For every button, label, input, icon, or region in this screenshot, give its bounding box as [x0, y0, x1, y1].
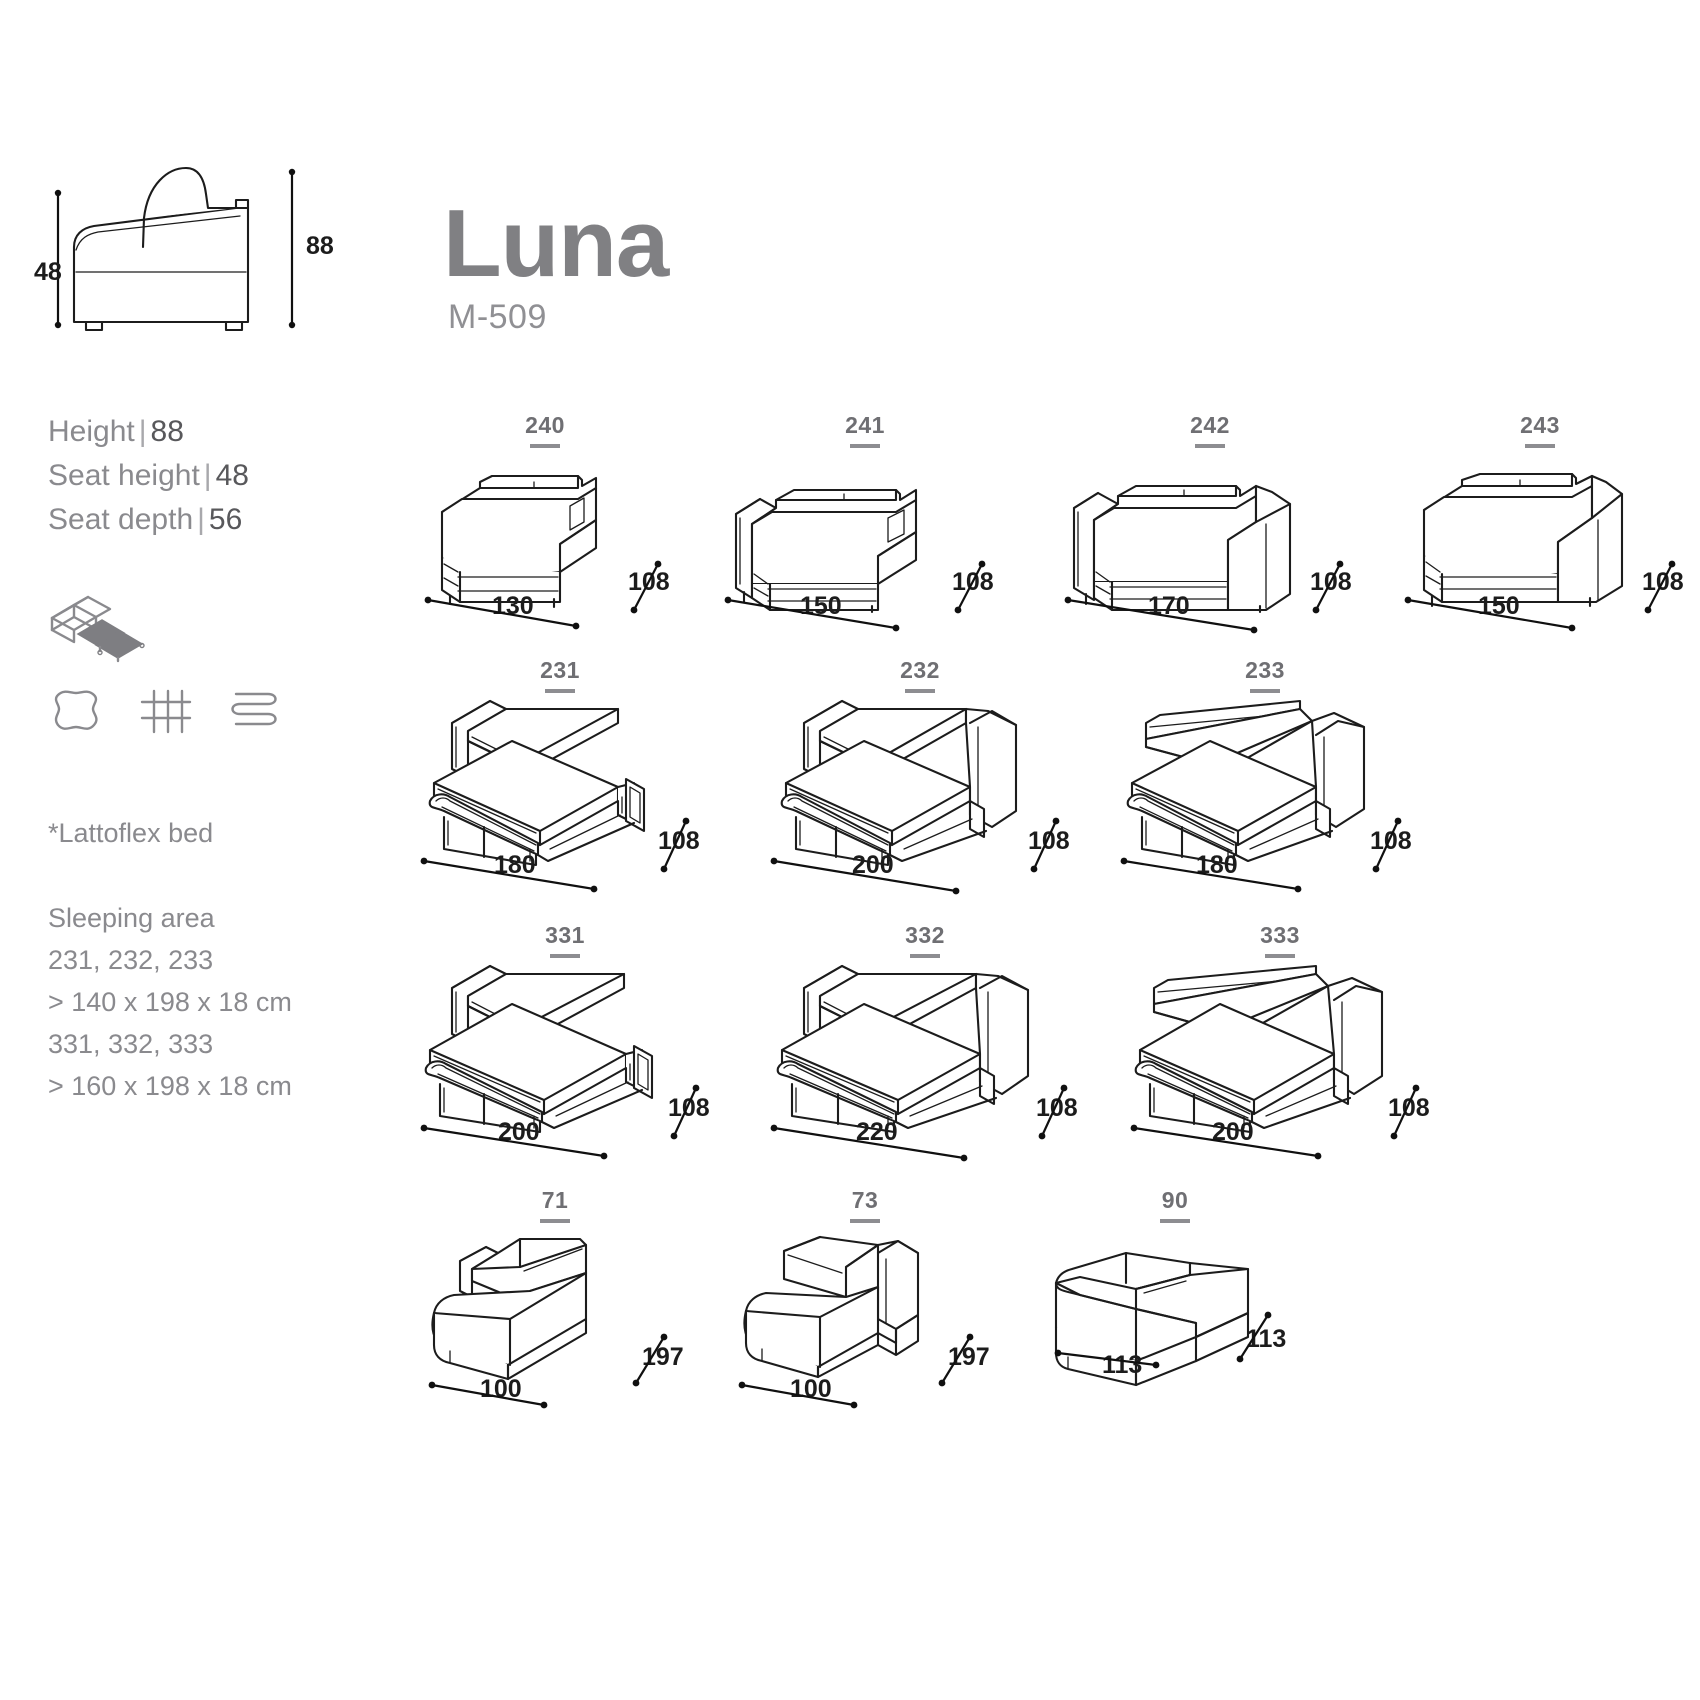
dimension-88 [288, 168, 296, 329]
dimension-arrows-90 [1054, 1311, 1272, 1369]
chaise-71-art [420, 1227, 690, 1387]
spec-height-value: 88 [150, 415, 184, 448]
sleeping-area-block: Sleeping area 231, 232, 233 > 140 x 198 … [48, 897, 378, 1107]
dimension-arrows-71 [428, 1333, 668, 1409]
bed-332-art [770, 962, 1080, 1134]
dim-depth-233: 108 [1370, 827, 1412, 855]
cell-label-underline [1195, 444, 1225, 448]
specs-sidebar: Height|88 Seat height|48 Seat depth|56 [48, 410, 378, 1107]
cell-label-243: 243 [1520, 412, 1560, 438]
sleeping-area-line-2: > 140 x 198 x 18 cm [48, 987, 292, 1017]
cell-label-underline [545, 689, 575, 693]
spec-seat-depth-label: Seat depth [48, 503, 194, 536]
diagram-row-chaise-corner: 71 [400, 1175, 1680, 1420]
bed-231-art [420, 697, 700, 867]
cell-label-233: 233 [1245, 657, 1285, 683]
bed-331-art [420, 962, 710, 1134]
cell-label-241: 241 [845, 412, 885, 438]
sofa-bed-icon [48, 588, 148, 663]
dimension-arrows-333 [1130, 1084, 1420, 1160]
diagram-row-beds-140: 231 [400, 645, 1680, 910]
spec-height-label: Height [48, 415, 135, 448]
cell-label-underline [1525, 444, 1555, 448]
header-side-elevation-diagram: 48 88 [34, 150, 380, 370]
sleeping-area-line-3: 331, 332, 333 [48, 1029, 214, 1059]
cell-label-333: 333 [1260, 922, 1300, 948]
bed-333-art [1130, 962, 1430, 1134]
cell-label-underline [550, 954, 580, 958]
dimension-arrows-233 [1120, 817, 1402, 893]
product-code: M-509 [448, 298, 547, 336]
cell-label-332: 332 [905, 922, 945, 948]
lattoflex-note: *Lattoflex bed [48, 818, 214, 848]
cell-label-331: 331 [545, 922, 585, 948]
cell-label-73: 73 [851, 1187, 879, 1213]
spec-seat-depth-separator: | [197, 503, 205, 536]
sleeping-area-line-1: 231, 232, 233 [48, 945, 214, 975]
module-241-art [720, 452, 1010, 614]
sleeping-area-line-4: > 160 x 198 x 18 cm [48, 1071, 292, 1101]
header-dim-88: 88 [306, 232, 334, 260]
module-diagram-grid: 240 108 [400, 400, 1684, 1470]
module-243-art [1400, 452, 1680, 612]
cell-label-underline [850, 444, 880, 448]
bed-232-art [770, 697, 1070, 867]
cell-label-underline [905, 689, 935, 693]
cell-label-90: 90 [1161, 1187, 1189, 1213]
dim-depth-71: 197 [642, 1343, 684, 1371]
diagram-row-beds-160: 331 [400, 910, 1680, 1175]
chaise-73-art [730, 1227, 1000, 1387]
page-title: Luna [443, 190, 669, 297]
cell-label-underline [910, 954, 940, 958]
dim-depth-333: 108 [1388, 1094, 1430, 1122]
cell-label-underline [1160, 1219, 1190, 1223]
spring-coil-icon [228, 686, 284, 738]
dimension-arrows-231 [420, 817, 690, 893]
dimension-arrows-240 [424, 560, 662, 630]
spec-seat-height-label: Seat height [48, 459, 200, 492]
leather-hide-icon [48, 686, 104, 738]
cell-label-underline [850, 1219, 880, 1223]
dimension-arrows-73 [738, 1333, 974, 1409]
diagram-row-modules-open: 240 108 [400, 400, 1684, 650]
spec-seat-height-value: 48 [215, 459, 249, 492]
cell-label-underline [540, 1219, 570, 1223]
dim-depth-232: 108 [1028, 827, 1070, 855]
corner-90-art [1040, 1227, 1310, 1387]
cell-label-underline [1250, 689, 1280, 693]
dimension-arrows-242 [1064, 560, 1344, 634]
bed-233-art [1120, 697, 1410, 867]
module-242-art [1060, 452, 1360, 614]
dim-depth-332: 108 [1036, 1094, 1078, 1122]
cell-label-underline [530, 444, 560, 448]
cell-label-231: 231 [540, 657, 580, 683]
dim-depth-231: 108 [658, 827, 700, 855]
cell-label-underline [1265, 954, 1295, 958]
dim-width-90: 113 [1102, 1351, 1143, 1379]
cell-label-240: 240 [525, 412, 565, 438]
module-240-art [420, 452, 670, 612]
spec-seat-depth: Seat depth|56 [48, 498, 378, 542]
dimension-arrows-331 [420, 1084, 700, 1160]
dimension-arrows-241 [724, 560, 986, 632]
spec-height-separator: | [138, 415, 147, 448]
material-icons-row [48, 686, 378, 738]
spec-height: Height|88 [48, 410, 378, 454]
dimension-arrows-243 [1404, 560, 1676, 632]
spec-seat-depth-value: 56 [208, 503, 243, 536]
dimension-48 [54, 189, 62, 329]
cell-label-232: 232 [900, 657, 940, 683]
dimension-arrows-332 [770, 1084, 1068, 1162]
cell-label-242: 242 [1190, 412, 1230, 438]
dim-depth-73: 197 [948, 1343, 990, 1371]
dimension-arrows-232 [770, 817, 1060, 895]
spec-seat-height: Seat height|48 [48, 454, 378, 498]
fabric-grid-icon [138, 686, 194, 738]
sleeping-area-heading: Sleeping area [48, 903, 215, 933]
cell-label-71: 71 [541, 1187, 569, 1213]
dim-depth-331: 108 [668, 1094, 710, 1122]
spec-seat-height-separator: | [203, 459, 212, 492]
header-dim-48: 48 [34, 258, 62, 286]
